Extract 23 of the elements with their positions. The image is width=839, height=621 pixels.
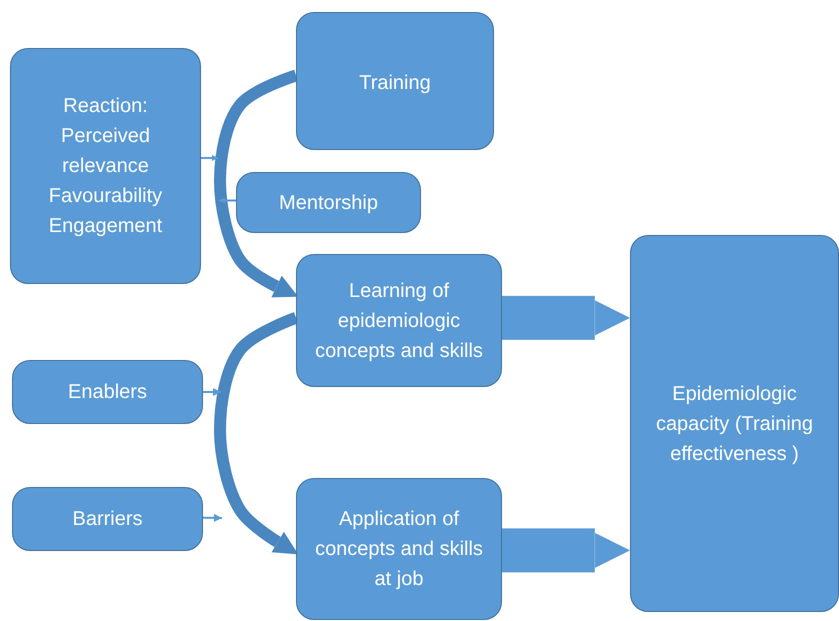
arrow (203, 388, 221, 396)
process-box (236, 172, 421, 233)
box-label: Application of concepts and skills at job (314, 507, 484, 592)
process-box (12, 487, 203, 551)
process-box (296, 254, 502, 387)
box-label: Mentorship (279, 190, 378, 216)
box-label: Training (359, 71, 431, 96)
curved-arrow (214, 70, 298, 298)
block-arrow (502, 296, 630, 340)
process-box (630, 235, 839, 612)
arrow (201, 155, 218, 161)
box-label: Learning of epidemiologic concepts and skills (314, 278, 484, 364)
curved-arrow (214, 312, 298, 554)
process-box (296, 12, 494, 150)
arrow (202, 514, 222, 522)
box-label: Epidemiologic capacity (Training effectiveness ) (654, 382, 814, 466)
box-label: Reaction: Perceived relevance Favourability Engagement (48, 94, 164, 239)
process-box (296, 478, 502, 620)
process-box (10, 48, 201, 284)
box-label: Barriers (72, 507, 142, 532)
arrow (219, 198, 236, 204)
box-label: Enablers (68, 380, 147, 405)
process-box (12, 360, 203, 424)
